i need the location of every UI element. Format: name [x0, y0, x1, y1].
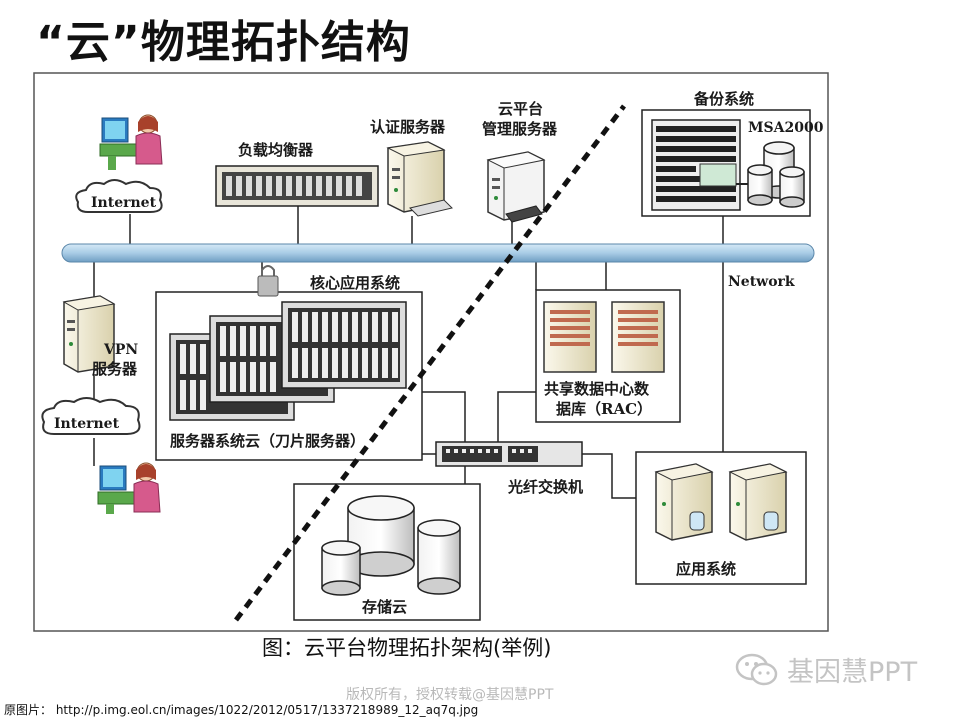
brand-text: 基因慧PPT	[787, 657, 918, 688]
app-system-label: 应用系统	[676, 560, 736, 578]
network-label: Network	[728, 274, 795, 290]
user-workstation-icon-bottom	[97, 462, 161, 514]
internet-cloud-top: Internet	[75, 179, 163, 213]
cloud-mgmt-label-2: 管理服务器	[482, 120, 558, 138]
source-link[interactable]: 原图片： http://p.img.eol.cn/images/1022/201…	[4, 703, 479, 717]
server-cloud-label: 服务器系统云（刀片服务器）	[170, 432, 365, 450]
db-server-icon-1	[543, 301, 597, 373]
fiber-switch-icon	[435, 441, 583, 467]
internet-cloud-bottom: Internet	[41, 397, 141, 435]
storage-cloud-label: 存储云	[362, 598, 407, 616]
fiber-switch-label: 光纤交换机	[507, 478, 583, 496]
shared-db-label-1: 共享数据中心数	[544, 380, 650, 398]
app-server-icon-2	[728, 463, 788, 541]
core-app-label: 核心应用系统	[310, 274, 400, 292]
cloud-mgmt-server-icon	[486, 151, 546, 223]
vpn-label-2: 服务器	[92, 360, 138, 378]
auth-server-label: 认证服务器	[370, 118, 446, 136]
load-balancer-icon	[215, 165, 379, 207]
brand-watermark: 基因慧PPT	[735, 650, 917, 689]
storage-disk-icon	[321, 495, 461, 596]
backup-system-label: 备份系统	[693, 90, 754, 108]
slide-title: “云”物理拓扑结构	[36, 17, 411, 68]
msa-label: MSA2000	[748, 120, 824, 136]
db-server-icon-2	[611, 301, 665, 373]
internet-label-bottom: Internet	[54, 416, 120, 432]
lock-icon	[257, 265, 279, 297]
user-workstation-icon-top	[99, 114, 163, 170]
internet-label-top: Internet	[91, 195, 157, 211]
wechat-icon	[735, 653, 778, 685]
vpn-server-icon	[62, 295, 116, 373]
copyright-watermark: 版权所有，授权转载@基因慧PPT	[346, 687, 554, 703]
figure-caption: 图：云平台物理拓扑架构(举例)	[262, 636, 552, 660]
msa-storage-icon	[651, 119, 760, 211]
app-server-icon-1	[654, 463, 714, 541]
backup-disk-icon	[747, 141, 805, 208]
cloud-mgmt-label-1: 云平台	[498, 100, 543, 118]
auth-server-icon	[386, 141, 453, 217]
network-bus	[61, 243, 815, 263]
shared-db-label-2: 据库（RAC）	[556, 400, 652, 418]
load-balancer-label: 负载均衡器	[238, 141, 314, 159]
blade-server-icon	[169, 301, 407, 421]
cloud-boundary-dashed-line	[234, 104, 626, 622]
vpn-label-1: VPN	[103, 342, 138, 358]
